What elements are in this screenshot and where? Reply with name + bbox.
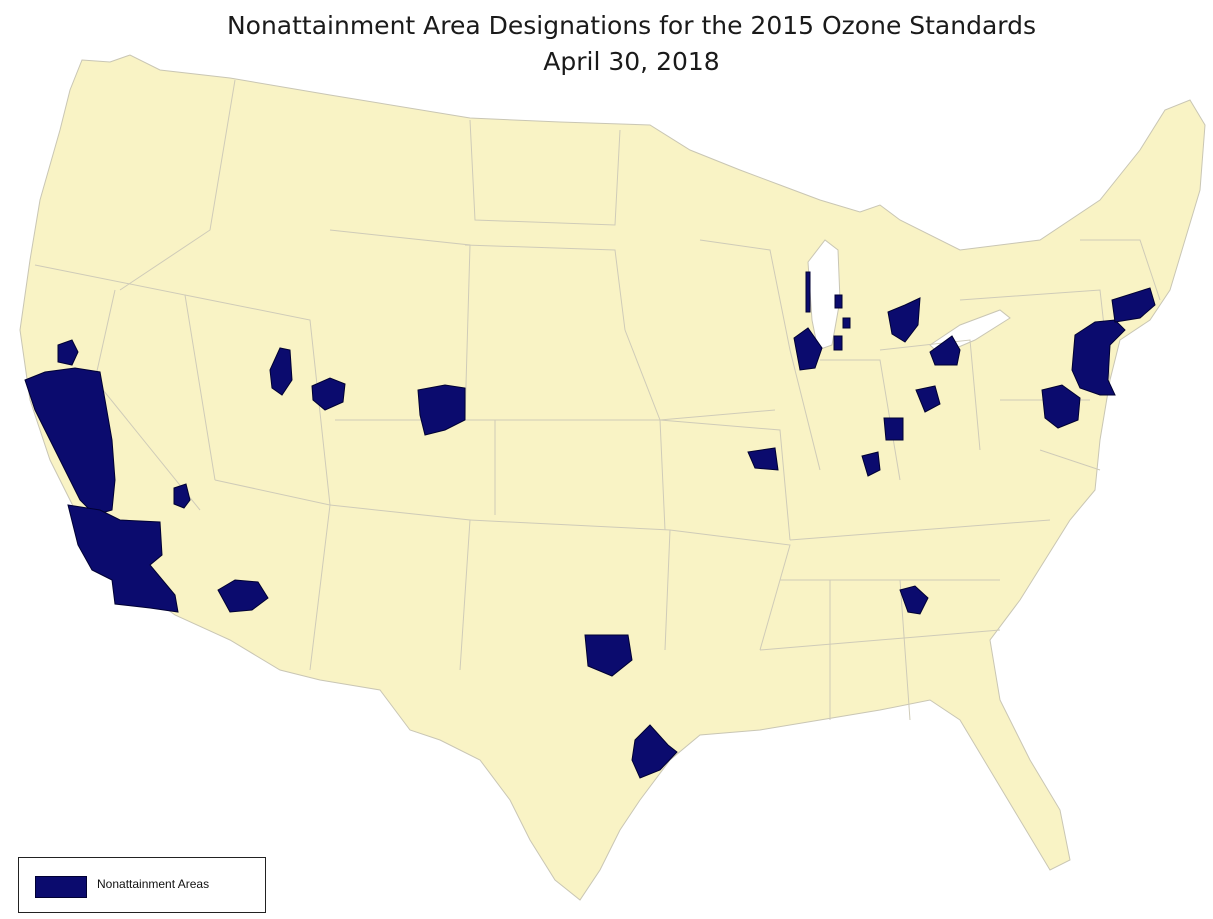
na-atlanta xyxy=(899,585,929,615)
na-w-michigan-3 xyxy=(833,335,843,351)
map-title: Nonattainment Area Designations for the … xyxy=(0,8,1213,80)
na-denver xyxy=(417,384,466,436)
na-columbus xyxy=(915,385,941,413)
title-line-2: April 30, 2018 xyxy=(543,47,720,76)
na-detroit xyxy=(887,297,921,343)
legend: Nonattainment Areas xyxy=(18,857,266,913)
na-w-michigan xyxy=(834,294,843,309)
na-connecticut xyxy=(1111,287,1156,323)
legend-label-nonattainment: Nonattainment Areas xyxy=(97,877,210,891)
na-w-michigan-2 xyxy=(842,317,851,329)
na-dallas xyxy=(584,634,633,677)
lake-michigan xyxy=(807,239,841,351)
na-uinta xyxy=(311,377,346,411)
na-chico xyxy=(57,339,79,366)
na-california-north xyxy=(24,367,116,516)
nonattainment-areas xyxy=(24,271,1156,779)
state-borders xyxy=(34,79,1161,721)
na-cincinnati xyxy=(883,417,904,441)
na-salt-lake xyxy=(269,347,293,396)
title-line-1: Nonattainment Area Designations for the … xyxy=(226,11,1037,40)
na-philadelphia xyxy=(1041,384,1081,429)
na-houston xyxy=(631,724,678,779)
na-louisville xyxy=(861,451,881,477)
na-phoenix xyxy=(217,579,269,613)
na-sheboygan xyxy=(805,271,811,313)
na-cleveland xyxy=(929,335,961,366)
na-nevada-small xyxy=(173,483,191,509)
na-chicago xyxy=(793,327,823,371)
na-st-louis xyxy=(747,447,779,471)
legend-swatch-nonattainment xyxy=(35,876,87,898)
na-california-south xyxy=(67,504,179,613)
na-new-york xyxy=(1071,319,1126,396)
us-landmass xyxy=(19,54,1206,901)
